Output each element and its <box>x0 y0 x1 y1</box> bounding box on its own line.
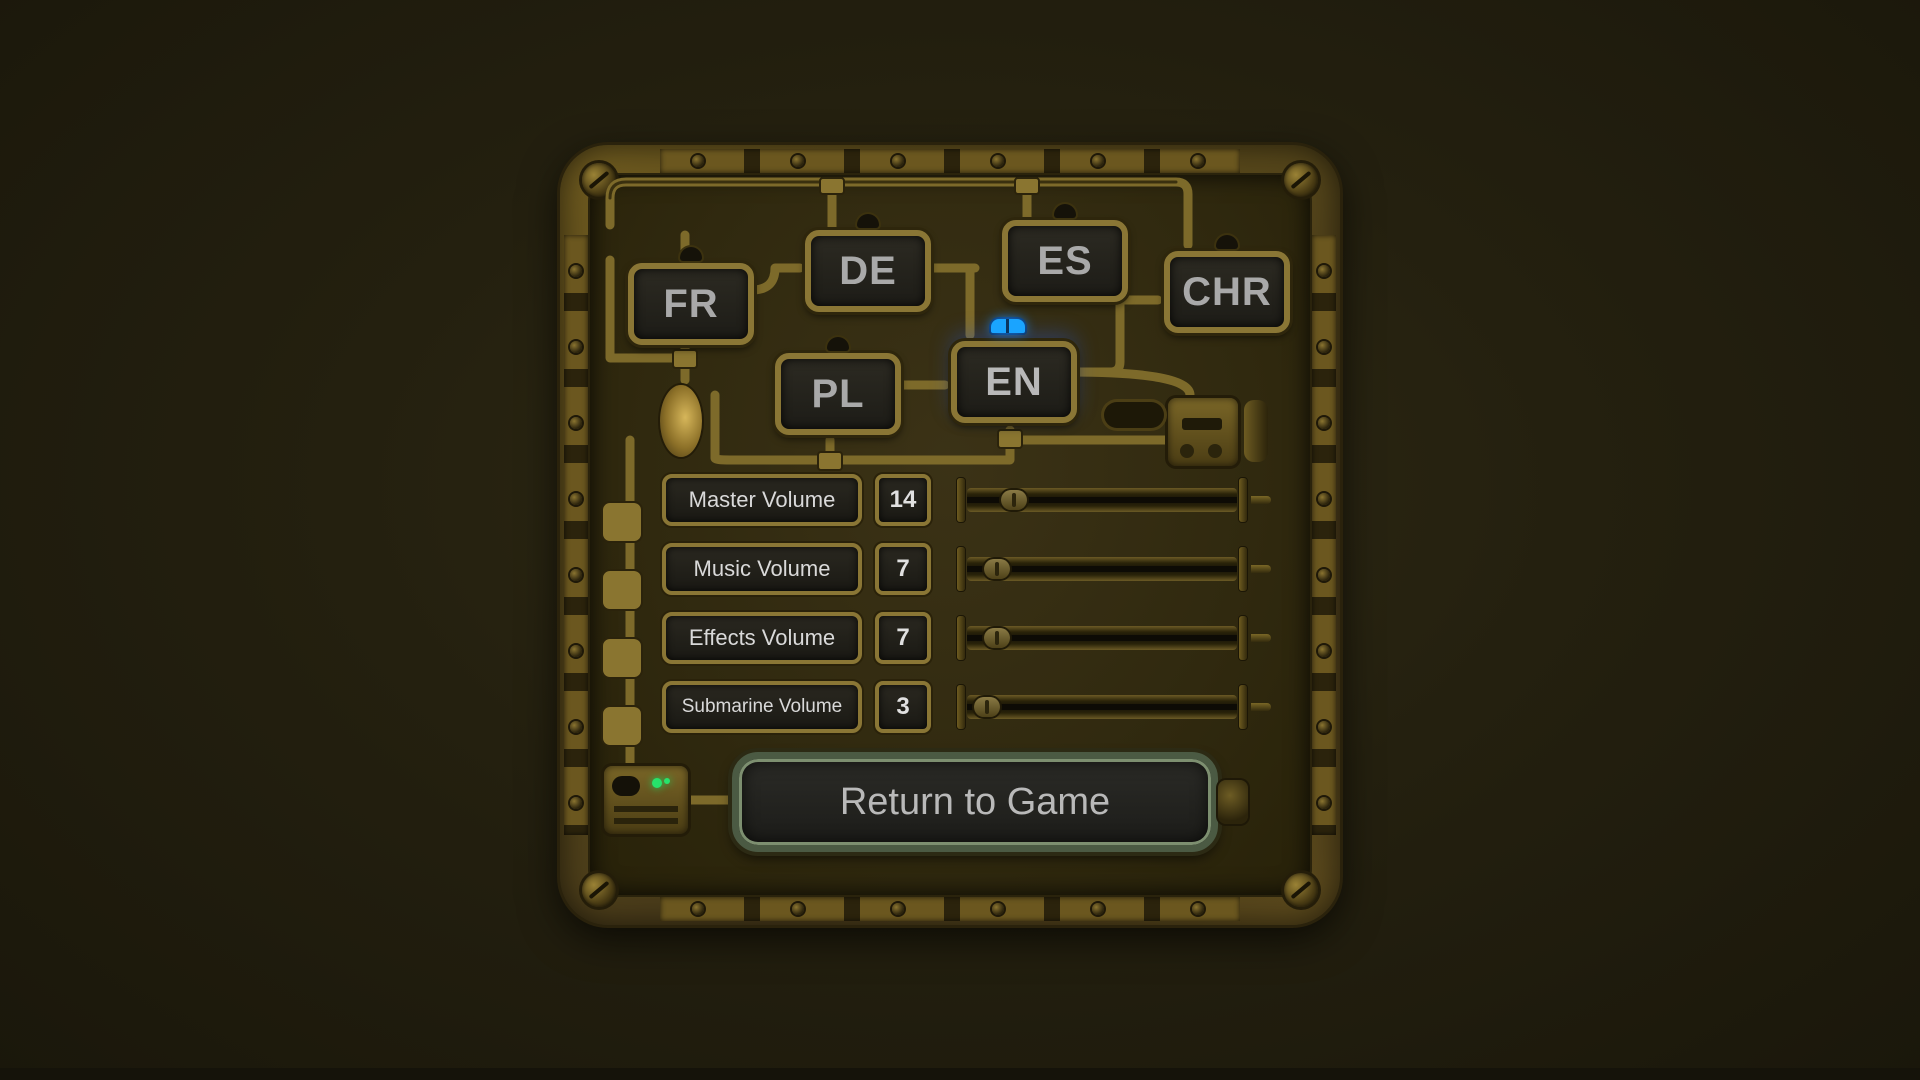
rivet <box>1318 265 1330 277</box>
rivet <box>1318 569 1330 581</box>
rivet <box>692 155 704 167</box>
horn-speaker-icon <box>660 385 702 457</box>
selected-language-indicator-icon <box>991 319 1025 333</box>
rivet <box>892 903 904 915</box>
language-button-pl[interactable]: PL <box>775 337 901 435</box>
language-code: DE <box>839 248 897 293</box>
volume-value: 3 <box>875 681 931 733</box>
rivet <box>1192 155 1204 167</box>
device-cap-icon <box>1244 400 1268 462</box>
rivet <box>792 903 804 915</box>
panel-rail-left <box>564 235 588 835</box>
volume-value: 7 <box>875 543 931 595</box>
language-button-chr[interactable]: CHR <box>1164 235 1290 333</box>
rivet <box>570 341 582 353</box>
rivet <box>1318 645 1330 657</box>
volume-label: Submarine Volume <box>662 681 862 733</box>
volume-slider[interactable] <box>957 685 1271 729</box>
volume-slider[interactable] <box>957 547 1271 591</box>
volume-slider[interactable] <box>957 616 1271 660</box>
corner-screw-icon <box>582 873 616 907</box>
corner-screw-icon <box>1284 163 1318 197</box>
slider-thumb[interactable] <box>984 559 1011 579</box>
rivet <box>892 155 904 167</box>
volume-row-master: Master Volume 14 <box>662 474 1302 526</box>
rivet <box>1318 721 1330 733</box>
valve-device-icon <box>1168 398 1238 466</box>
rivet <box>1318 341 1330 353</box>
rivet <box>1092 155 1104 167</box>
rivet <box>570 721 582 733</box>
volume-slider[interactable] <box>957 478 1271 522</box>
language-button-en[interactable]: EN <box>951 341 1077 423</box>
return-button-label: Return to Game <box>839 780 1111 823</box>
lang-knob <box>680 247 702 261</box>
volume-row-effects: Effects Volume 7 <box>662 612 1302 664</box>
lang-knob <box>1054 204 1076 218</box>
rivet <box>570 493 582 505</box>
corner-screw-icon <box>582 163 616 197</box>
language-button-es[interactable]: ES <box>1002 204 1128 302</box>
volume-row-submarine: Submarine Volume 3 <box>662 681 1302 733</box>
language-button-de[interactable]: DE <box>805 214 931 312</box>
rivet <box>1192 903 1204 915</box>
return-to-game-button[interactable]: Return to Game <box>732 752 1218 852</box>
rivet <box>792 155 804 167</box>
language-button-fr[interactable]: FR <box>628 247 754 345</box>
rivet <box>1318 493 1330 505</box>
panel-rail-right <box>1312 235 1336 835</box>
language-code: FR <box>663 281 719 326</box>
language-code: EN <box>985 359 1043 404</box>
rivet <box>1318 417 1330 429</box>
rivet <box>692 903 704 915</box>
language-code: CHR <box>1182 269 1272 314</box>
volume-label: Music Volume <box>662 543 862 595</box>
volume-row-music: Music Volume 7 <box>662 543 1302 595</box>
lang-knob <box>827 337 849 351</box>
status-led-icon <box>664 778 670 784</box>
rivet <box>1318 797 1330 809</box>
slider-thumb[interactable] <box>1001 490 1028 510</box>
rivet <box>570 797 582 809</box>
status-led-icon <box>652 778 662 788</box>
panel-rail-bottom <box>660 897 1240 921</box>
button-knob-icon <box>1218 780 1248 824</box>
rivet <box>992 155 1004 167</box>
bottom-strip <box>0 1068 1920 1080</box>
volume-value: 14 <box>875 474 931 526</box>
panel-rail-top <box>660 149 1240 173</box>
corner-screw-icon <box>1284 873 1318 907</box>
rivet <box>1092 903 1104 915</box>
volume-label: Effects Volume <box>662 612 862 664</box>
rivet <box>570 265 582 277</box>
control-box-icon <box>604 766 688 834</box>
rivet <box>992 903 1004 915</box>
rivet <box>570 417 582 429</box>
lang-knob <box>857 214 879 228</box>
slider-thumb[interactable] <box>974 697 1001 717</box>
volume-label: Master Volume <box>662 474 862 526</box>
rivet <box>570 569 582 581</box>
rivet <box>570 645 582 657</box>
lang-knob <box>1216 235 1238 249</box>
language-code: PL <box>811 371 865 416</box>
language-code: ES <box>1037 238 1093 283</box>
slider-thumb[interactable] <box>984 628 1011 648</box>
device-pipe-icon <box>1104 402 1164 428</box>
volume-value: 7 <box>875 612 931 664</box>
